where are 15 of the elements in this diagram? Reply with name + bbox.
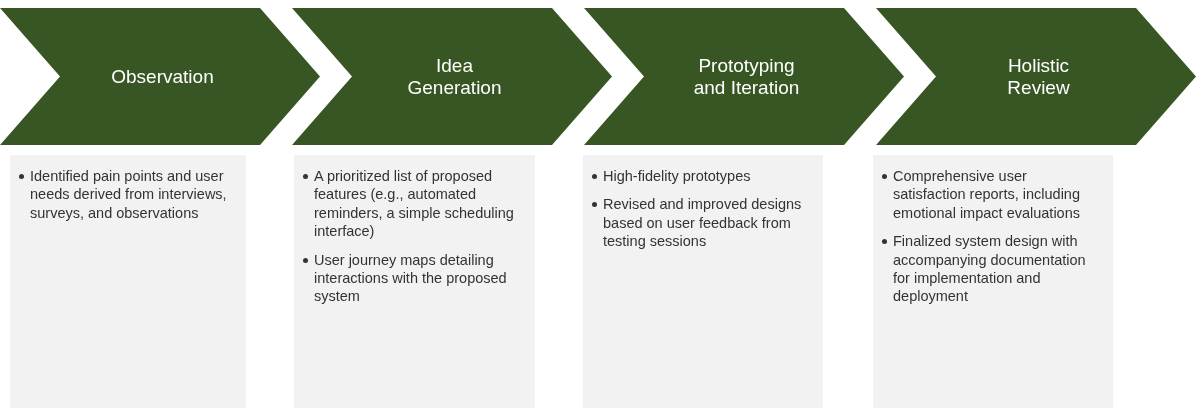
bullet-text: High-fidelity prototypes: [603, 168, 751, 184]
stage-title: Holistic Review: [1006, 54, 1071, 99]
stage-title: Prototyping and Iteration: [692, 54, 801, 99]
bullet-text: User journey maps detailing interactions with the proposed system: [314, 251, 507, 305]
output-panel: [294, 155, 535, 408]
output-panel: [10, 155, 246, 408]
output-panel: [873, 155, 1113, 408]
bullet-text: Finalized system design with accompanying documentation for implementation and deployment: [893, 233, 1086, 305]
bullet-text: A prioritized list of proposed features (e.g., automated reminders, a simple scheduling interface): [314, 168, 514, 240]
bullet-text: Revised and improved designs based on user feedback from testing sessions: [603, 196, 802, 250]
stage-title: Idea Generation: [406, 54, 503, 99]
stage-title: Observation: [111, 65, 214, 88]
output-panel: [583, 155, 823, 408]
bullet-text: Comprehensive user satisfaction reports, including emotional impact evaluations: [893, 168, 1080, 221]
bullet-text: Identified pain points and user needs derived from interviews, surveys, and observations: [30, 168, 227, 221]
